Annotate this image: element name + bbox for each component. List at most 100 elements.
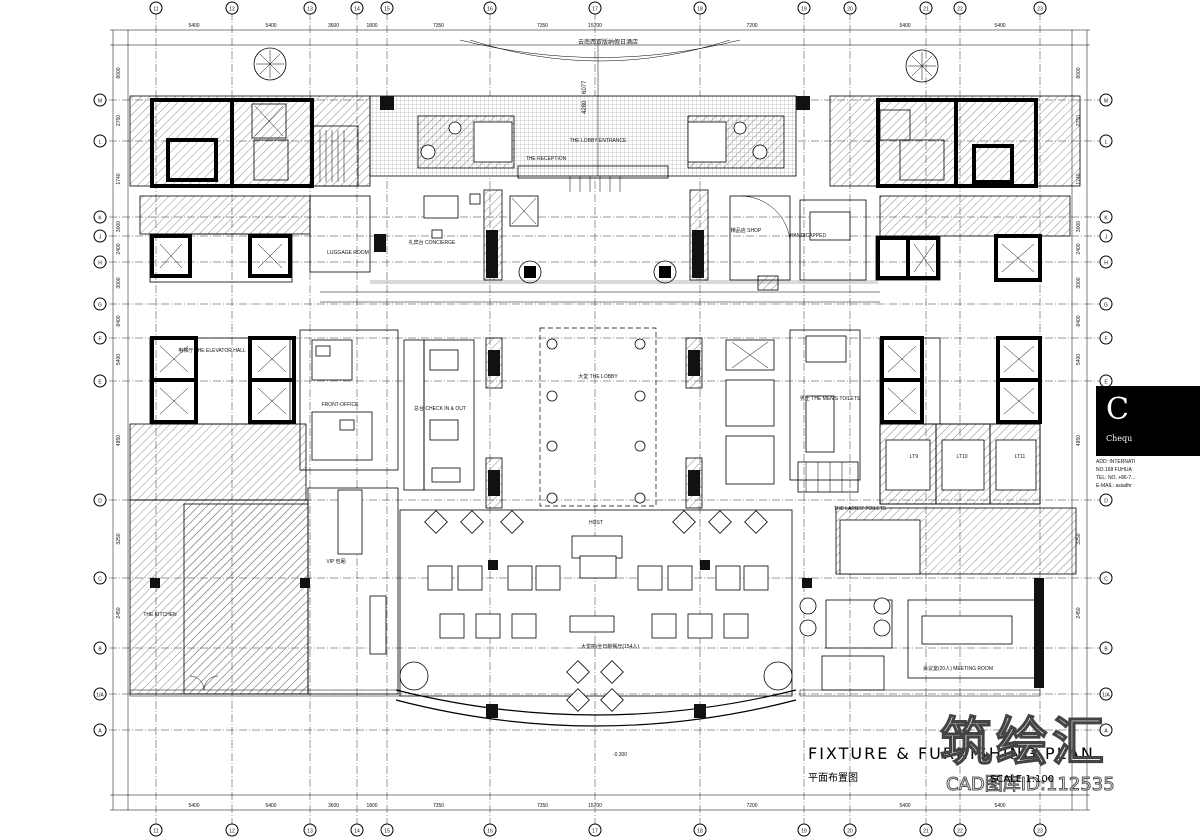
grid-label-column: 12 — [229, 829, 235, 835]
dimension-label-top: 3600 — [328, 803, 339, 809]
dimension-label-side: 3000 — [116, 277, 122, 288]
grid-label-row: B — [98, 647, 102, 653]
dimension-label-top: 5400 — [188, 23, 199, 29]
grid-label-row: K — [98, 216, 102, 222]
dimension-label-side: 3000 — [1076, 221, 1082, 232]
grid-bubble-row — [93, 493, 107, 507]
grid-bubble-column — [797, 823, 811, 837]
grid-bubble-row — [93, 297, 107, 311]
grid-bubble-row — [1099, 93, 1113, 107]
booth-table — [667, 565, 693, 591]
main-lobby — [320, 280, 880, 509]
grid-bubble-column — [380, 823, 394, 837]
grid-label-row: H — [1104, 261, 1108, 267]
grid-bubble-column — [843, 1, 857, 15]
grid-label-row: A — [1104, 729, 1108, 735]
room-label: 礼宾台 CONCIERGE — [409, 239, 456, 246]
grid-label-column: 20 — [847, 829, 853, 835]
drawing-title-cn: 平面布置图 — [808, 773, 858, 784]
grid-bubble-row — [93, 210, 107, 224]
grid-bubble-column — [483, 823, 497, 837]
grid-bubble-row — [93, 255, 107, 269]
dimension-label-side: 3250 — [116, 533, 122, 544]
booth-table — [511, 613, 537, 639]
room-label: THE LADIES' TOILETS — [834, 506, 887, 512]
dimension-label-top: 5400 — [265, 23, 276, 29]
dimension-label-top: 5400 — [994, 803, 1005, 809]
dimension-label-side: 8400 — [116, 315, 122, 326]
grid-bubble-column — [303, 823, 317, 837]
grid-bubble-column — [303, 1, 317, 15]
dimension-label-side: 2400 — [116, 243, 122, 254]
room-label: THE KITCHEN — [143, 612, 177, 618]
grid-label-row: G — [98, 303, 102, 309]
lobby-entrance-zone — [423, 165, 791, 291]
tree-symbols — [253, 47, 939, 83]
dimension-label-side: 2400 — [1076, 243, 1082, 254]
grid-bubble-column — [225, 823, 239, 837]
grid-bubble-row — [93, 374, 107, 388]
booth-table — [637, 565, 663, 591]
grid-label-row: C — [1104, 577, 1108, 583]
grid-label-row: E — [98, 380, 102, 386]
grid-bubble-row — [1099, 297, 1113, 311]
dimension-label-side: 2750 — [116, 115, 122, 126]
title-block: FIXTURE & FURNISHING PLAN 平面布置图 — [808, 744, 1095, 784]
grid-label-row: A — [98, 729, 102, 735]
grid-bubble-row — [93, 93, 107, 107]
room-label: FRONT-OFFICE — [322, 402, 360, 408]
dining-table — [500, 510, 524, 534]
grid-label-row: J — [1105, 235, 1108, 241]
dimension-label-top: 5400 — [899, 23, 910, 29]
booth-table — [475, 613, 501, 639]
grid-label-row: M — [98, 99, 102, 105]
room-label: LT10 — [956, 454, 967, 460]
booth-table — [651, 613, 677, 639]
dimension-label-side: 4850 — [1076, 435, 1082, 446]
grid-bubble-row — [1099, 493, 1113, 507]
dimension-label-side: 5400 — [1076, 354, 1082, 365]
drawing-scale: SCALE 1:100 — [990, 774, 1055, 785]
grid-bubble-row — [93, 723, 107, 737]
dining-table — [460, 510, 484, 534]
grid-bubble-column — [797, 1, 811, 15]
grid-label-column: 13 — [307, 829, 313, 835]
grid-bubble-row — [93, 331, 107, 345]
grid-label-column: 17 — [592, 7, 598, 13]
dining-table — [708, 510, 732, 534]
grid-label-row: D — [98, 499, 102, 505]
grid-label-column: 23 — [1037, 7, 1043, 13]
logo-caption: Chequ — [1106, 434, 1133, 443]
grid-bubble-column — [380, 1, 394, 15]
dimension-label-top: 7350 — [537, 23, 548, 29]
dimension-label-top: 15700 — [588, 803, 602, 809]
dining-table — [744, 510, 768, 534]
dimension-label-side: 3000 — [116, 221, 122, 232]
grid-bubble-column — [483, 1, 497, 15]
dining-table — [566, 660, 590, 684]
company-logo: C Chequ — [1096, 386, 1200, 456]
grid-bubbles: 1111121213131414151516161717181819192020… — [93, 1, 1113, 837]
grid-bubble-column — [919, 823, 933, 837]
grid-bubble-row — [1099, 641, 1113, 655]
grid-label-column: 17 — [592, 829, 598, 835]
dimension-label-top: 5400 — [899, 803, 910, 809]
grid-label-column: 23 — [1037, 829, 1043, 835]
grid-label-column: 21 — [923, 7, 929, 13]
grid-label-row: H — [98, 261, 102, 267]
booth-table — [535, 565, 561, 591]
grid-label-column: 13 — [307, 7, 313, 13]
grid-bubble-column — [919, 1, 933, 15]
grid-bubble-column — [588, 1, 602, 15]
booth-table — [507, 565, 533, 591]
dining-table — [600, 688, 624, 712]
dining-table — [424, 510, 448, 534]
booth-table — [457, 565, 483, 591]
grid-label-row: F — [1104, 337, 1107, 343]
dimension-label-top: 7200 — [746, 23, 757, 29]
dimension-label-side: 3000 — [1076, 277, 1082, 288]
grid-bubble-row — [93, 134, 107, 148]
curved-facade — [129, 661, 1041, 727]
